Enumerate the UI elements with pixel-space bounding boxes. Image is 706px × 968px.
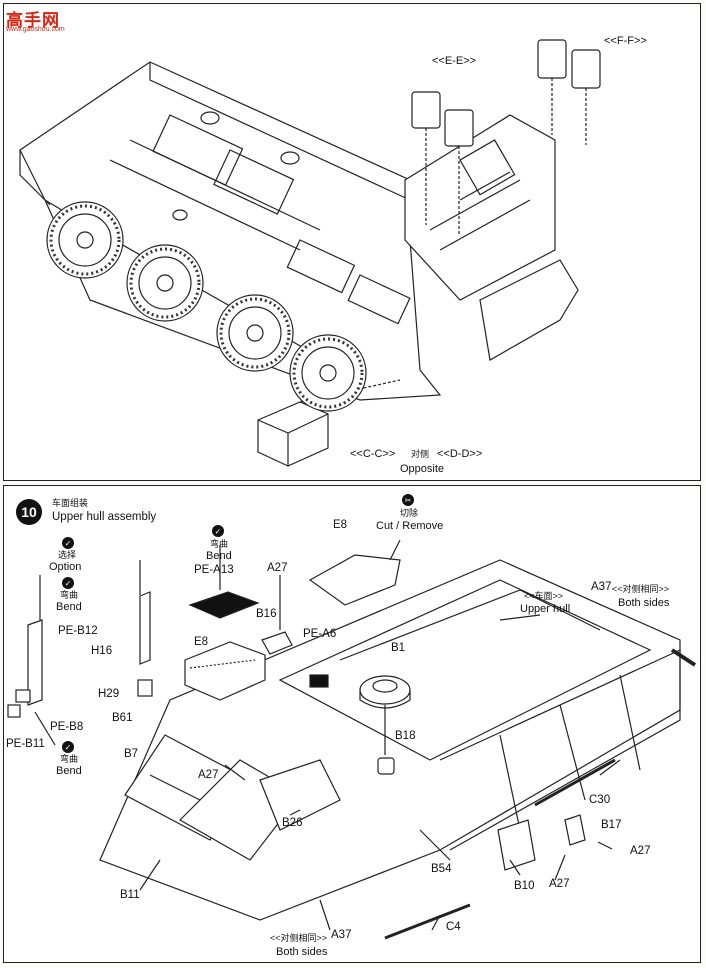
part-label: PE-B11: [6, 738, 45, 750]
part-label: B16: [256, 608, 277, 620]
option-note-cn: 选择: [58, 550, 77, 560]
bend-note-cn: 弯曲: [60, 590, 79, 600]
part-label: A37: [331, 929, 352, 941]
part-label: B17: [601, 819, 622, 831]
part-label: C4: [446, 921, 461, 933]
part-label: PE-A13: [194, 564, 234, 576]
part-label: C30: [589, 794, 611, 806]
part-label: PE-B8: [50, 721, 84, 733]
bend-note: Bend: [56, 765, 82, 777]
callout-c-c: <<C-C>>: [350, 448, 396, 460]
part-label: B11: [120, 889, 140, 901]
bend-icon: ✓: [62, 577, 74, 589]
part-label: E8: [194, 636, 209, 648]
watermark-brand: 高手网: [6, 11, 60, 30]
cut-note-cn: 切除: [400, 508, 419, 518]
upper-hull-note-cn: <<车面>>: [524, 591, 564, 601]
callout-e-e: <<E-E>>: [432, 55, 477, 67]
bend-note-cn: 弯曲: [60, 754, 79, 764]
part-label: PE-A6: [303, 628, 337, 640]
both-sides-note: Both sides: [276, 946, 328, 958]
step-title: Upper hull assembly: [52, 511, 157, 523]
part-label: A27: [198, 769, 219, 781]
option-note: Option: [49, 561, 82, 573]
callout-opposite-cn: 对侧: [411, 449, 430, 459]
bend-note: Bend: [56, 601, 82, 613]
cut-note: Cut / Remove: [376, 520, 444, 532]
part-label: A27: [549, 878, 570, 890]
option-icon: ✓: [62, 537, 74, 549]
part-label: B26: [282, 817, 303, 829]
callout-opposite: Opposite: [400, 463, 445, 475]
bend-icon: ✓: [62, 741, 74, 753]
both-sides-note-cn: <<对侧相同>>: [270, 933, 328, 943]
step-title-cn: 车面组装: [52, 498, 89, 508]
callout-d-d: <<D-D>>: [437, 448, 483, 460]
part-label: E8: [333, 519, 348, 531]
part-label: A27: [267, 562, 288, 574]
both-sides-note: Both sides: [618, 597, 670, 609]
watermark-logo: 高手网 www.gaoshou.com: [6, 6, 70, 34]
upper-hull-note: Upper hull: [520, 603, 571, 615]
watermark-url: www.gaoshou.com: [6, 26, 65, 33]
both-sides-note-cn: <<对侧相同>>: [612, 584, 670, 594]
bend-note-cn: 弯曲: [210, 539, 229, 549]
part-label: H16: [91, 645, 113, 657]
part-label: PE-B12: [58, 625, 98, 637]
part-label: B10: [514, 880, 535, 892]
cut-icon: ✂: [402, 494, 414, 506]
bend-note: Bend: [206, 550, 232, 562]
bend-icon: ✓: [212, 525, 224, 537]
part-label: B54: [431, 863, 452, 875]
part-label: H29: [98, 688, 120, 700]
part-label: B18: [395, 730, 416, 742]
callout-f-f: <<F-F>>: [604, 35, 647, 47]
part-label: B1: [391, 642, 406, 654]
part-label: A27: [630, 845, 651, 857]
part-label: B61: [112, 712, 133, 724]
part-label: B7: [124, 748, 139, 760]
step-number-badge: 10: [16, 499, 42, 525]
part-label: A37: [591, 581, 612, 593]
